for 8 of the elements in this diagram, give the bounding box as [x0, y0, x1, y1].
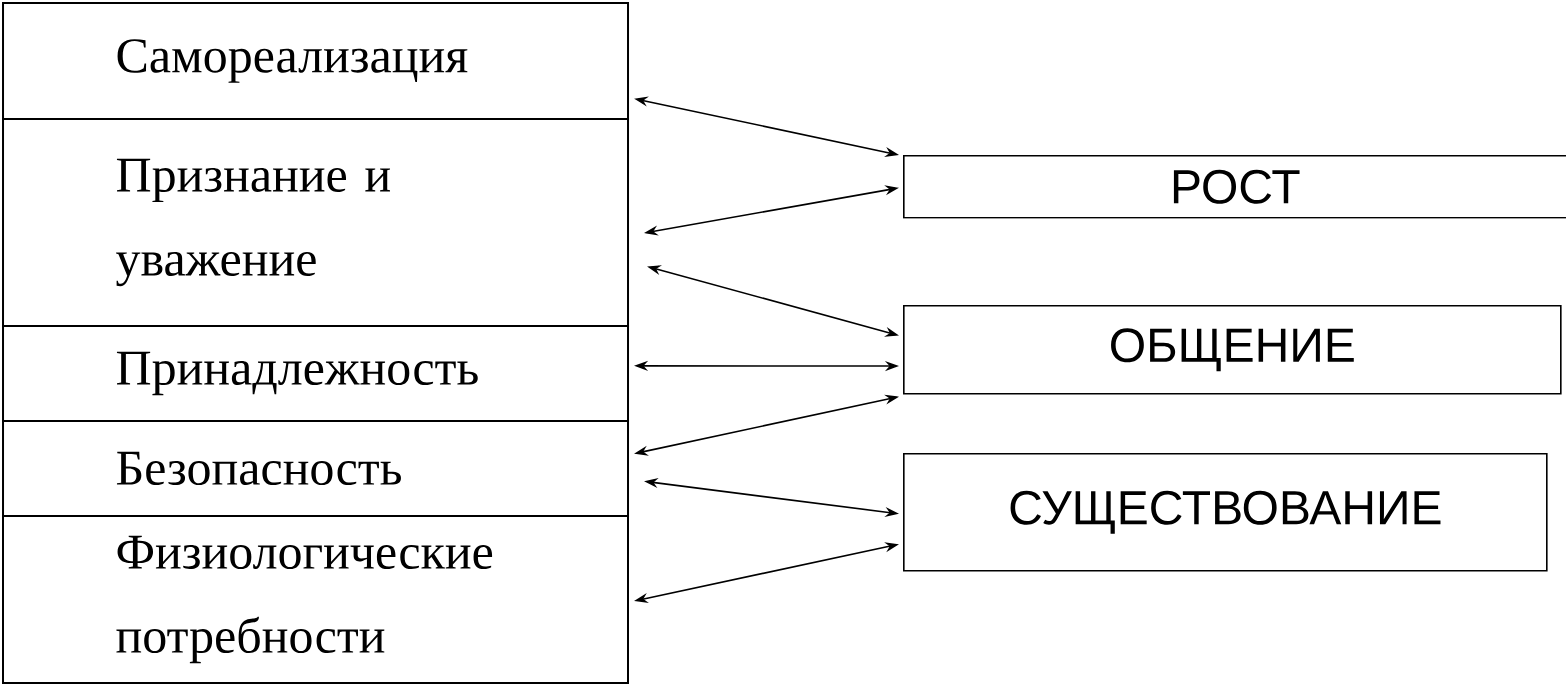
need-box: СУЩЕСТВОВАНИЕ [903, 453, 1548, 572]
level-box: Физиологические потребности [2, 515, 629, 684]
need-box: РОСТ [903, 155, 1566, 219]
level-box: Безопасность [2, 420, 629, 517]
level-box: Самореализация [2, 2, 629, 120]
need-box: ОБЩЕНИЕ [903, 305, 1562, 395]
level-box: Принадлежность [2, 325, 629, 422]
level-box: Признание и уважение [2, 118, 629, 327]
